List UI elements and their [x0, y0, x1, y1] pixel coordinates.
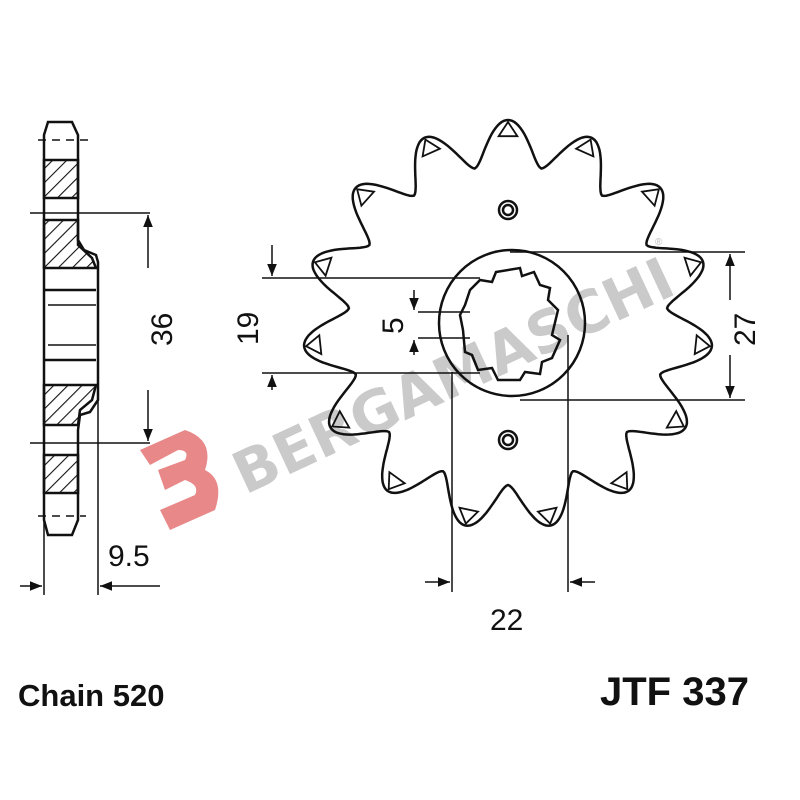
- tooth-tip-mark: [665, 409, 686, 429]
- sprocket-outline: [302, 118, 714, 527]
- dim-27-label: 27: [729, 313, 762, 346]
- brand-logo-icon: [140, 430, 219, 530]
- tooth-tip-mark: [609, 470, 629, 491]
- tooth-tip-mark: [355, 188, 376, 208]
- tooth-tip-mark: [421, 138, 442, 158]
- dim-9-5-label: 9.5: [108, 540, 150, 573]
- dim-22-label: 22: [490, 604, 523, 637]
- spline-bore: [458, 266, 562, 382]
- tooth-tip-mark: [640, 188, 661, 208]
- tooth-tip-mark: [304, 333, 323, 356]
- tooth-tip-mark: [313, 256, 333, 278]
- chain-size-label: Chain 520: [18, 678, 165, 713]
- dim-19-label: 19: [232, 312, 265, 345]
- registered-mark: ®: [655, 237, 663, 248]
- part-number-label: JTF 337: [600, 670, 749, 714]
- hub-circle: [437, 248, 587, 398]
- dim-36-label: 36: [146, 313, 179, 346]
- tooth-tip-mark: [496, 120, 520, 138]
- watermark-text: BERGAMASCHI: [222, 244, 684, 508]
- tooth-tip-mark: [458, 506, 480, 526]
- tooth-tip-mark: [574, 138, 595, 158]
- dim-5-label: 5: [377, 317, 410, 334]
- front-view: [262, 118, 745, 592]
- tooth-tip-mark: [683, 256, 703, 278]
- tooth-tip-mark: [387, 470, 407, 491]
- tooth-tip-mark: [693, 333, 712, 356]
- tooth-tip-mark: [330, 409, 351, 429]
- side-view: [20, 120, 160, 595]
- tooth-tip-mark: [536, 506, 558, 526]
